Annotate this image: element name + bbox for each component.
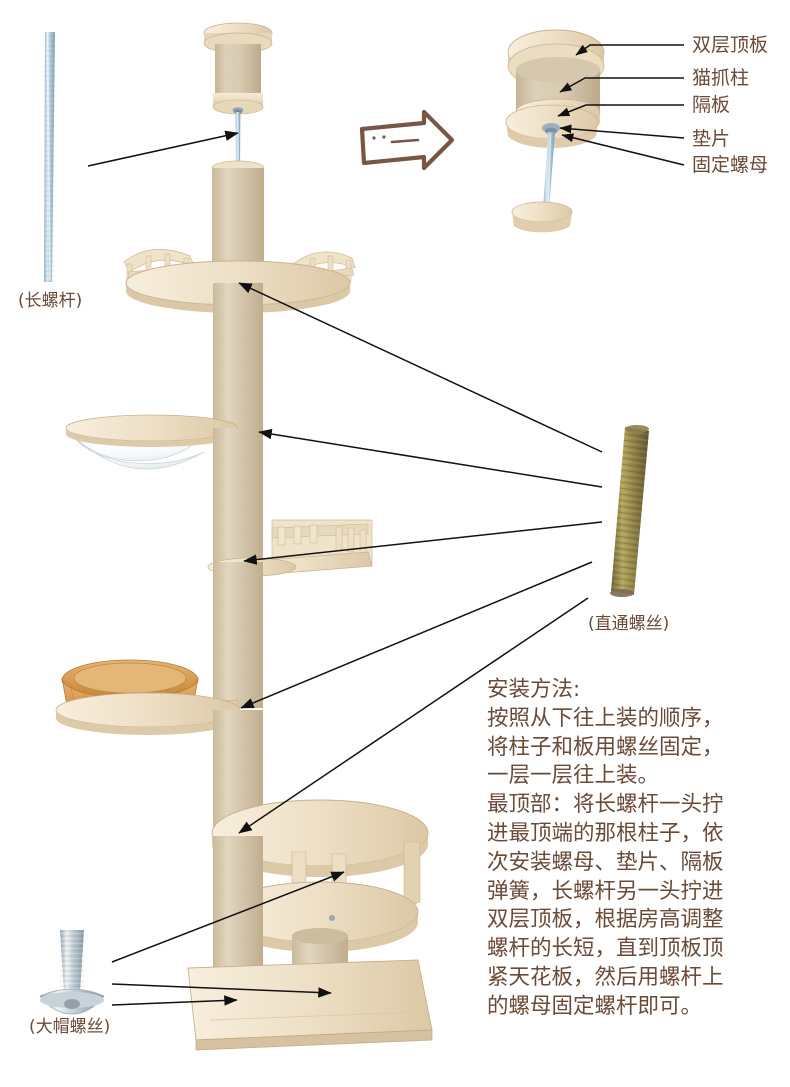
callout-label-divider-plate: 隔板 (692, 94, 731, 116)
instructions-body: 按照从下往上装的顺序， 将柱子和板用螺丝固定， 一层一层往上装。 最顶部：将长螺… (487, 705, 724, 1019)
leader-cap-3 (111, 995, 238, 1006)
long-threaded-rod-part (44, 32, 55, 282)
callout-label-top-plate: 双层顶板 (692, 34, 769, 56)
part-label-cap-screw: (大帽螺丝) (29, 1017, 111, 1037)
post-segment-4 (213, 562, 263, 708)
leader-thru-5 (238, 597, 589, 834)
base-board (187, 959, 433, 1051)
post-segment-2 (213, 283, 263, 428)
callout-label-scratch-post: 猫抓柱 (692, 67, 750, 89)
instructions-heading: 安装方法: (487, 677, 581, 702)
through-screw-part (610, 425, 649, 597)
basket-platform (55, 659, 241, 735)
leader-cap-1 (111, 871, 345, 963)
cap-screw-part (39, 930, 105, 1015)
part-label-long-rod: (长螺杆) (18, 291, 83, 311)
leader-long-rod (87, 130, 239, 167)
callout-label-washer: 垫片 (692, 128, 731, 150)
leader-washer (559, 124, 685, 139)
upper-scratch-post (211, 160, 265, 268)
leader-lock-nut (561, 133, 685, 166)
callout-label-lock-nut: 固定螺母 (692, 154, 769, 176)
post-segment-3 (213, 428, 263, 562)
leader-top-plate (575, 44, 684, 56)
ceiling-mount-assembly (203, 22, 273, 168)
leader-thru-1 (238, 282, 603, 453)
leader-cap-2 (111, 983, 332, 998)
leader-scratch-post (559, 77, 684, 93)
part-label-through-screw: (直通螺丝) (588, 614, 670, 634)
leader-thru-2 (258, 428, 603, 488)
leader-thru-4 (240, 561, 593, 709)
railed-bed-platform (207, 519, 373, 577)
leader-thru-3 (243, 521, 603, 565)
leader-divider-plate (557, 104, 684, 117)
installation-instructions: 安装方法: 按照从下往上装的顺序， 将柱子和板用螺丝固定， 一层一层往上装。 最… (487, 676, 787, 1022)
ceiling-mount-detail-photo (505, 29, 605, 233)
zoom-arrow-icon (359, 109, 455, 171)
dome-bowl-platform (65, 414, 239, 470)
